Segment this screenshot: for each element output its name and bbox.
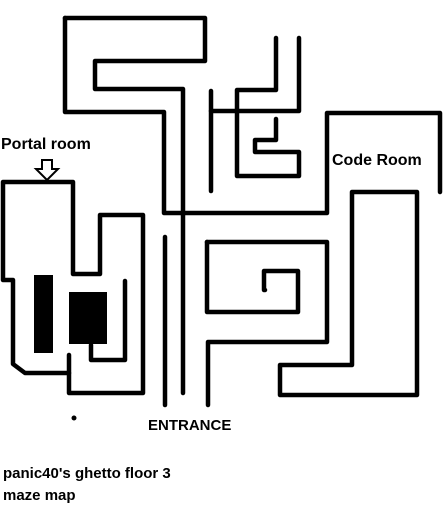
maze-wall xyxy=(204,239,301,315)
maze-wall xyxy=(62,15,208,396)
maze-wall xyxy=(208,35,302,114)
map-caption: panic40's ghetto floor 3 maze map xyxy=(3,463,171,507)
caption-line: maze map xyxy=(3,487,76,504)
down-arrow-icon xyxy=(33,159,61,182)
dot-marker xyxy=(71,415,77,421)
maze-wall xyxy=(234,35,302,179)
filled-block xyxy=(69,292,107,344)
entrance-label: ENTRANCE xyxy=(148,417,232,434)
code-room-label: Code Room xyxy=(332,152,422,169)
portal-room-wall xyxy=(0,179,146,396)
caption-line: panic40's ghetto floor 3 xyxy=(3,465,171,482)
portal-room-label: Portal room xyxy=(1,136,91,153)
portal-room-inner-wall xyxy=(88,278,128,363)
filled-block xyxy=(34,275,53,353)
maze-wall xyxy=(62,15,443,216)
maze-wall xyxy=(204,239,330,408)
maze-wall xyxy=(277,189,420,398)
